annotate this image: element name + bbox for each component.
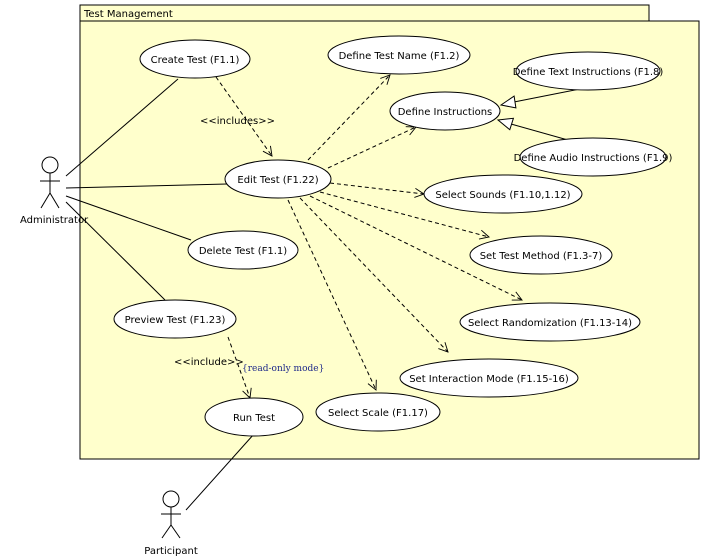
label-includes: <<includes>>: [200, 116, 275, 127]
use-cases: Create Test (F1.1) Define Test Name (F1.…: [113, 35, 673, 437]
gen-audio-instr-triangle: [496, 117, 515, 131]
dep-edit-interaction-mode: [299, 197, 448, 352]
actor-right-leg-icon: [49, 192, 60, 209]
assoc-participant-run-test: [185, 433, 255, 511]
actor-label: Participant: [144, 546, 198, 557]
actor-left-leg-icon: [40, 192, 51, 209]
use-case-shape: [204, 397, 304, 437]
gen-text-instr-triangle: [499, 95, 517, 109]
use-case-label: Run Test: [233, 413, 275, 424]
label-include: <<include>>: [174, 357, 244, 368]
use-case-label: Define Audio Instructions (F1.9): [514, 153, 673, 164]
use-case-label: Create Test (F1.1): [151, 55, 240, 66]
use-case-shape: [399, 358, 579, 398]
assoc-admin-create-test: [65, 78, 179, 177]
use-case-shape: [423, 174, 583, 214]
actor-label: Administrator: [20, 215, 89, 226]
use-case-label: Edit Test (F1.22): [237, 175, 318, 186]
dep-edit-define-instructions: [327, 127, 416, 169]
use-case-define-text-instructions[interactable]: Define Text Instructions (F1.8): [513, 51, 664, 91]
use-case-shape: [469, 235, 613, 275]
use-case-select-sounds[interactable]: Select Sounds (F1.10,1.12): [423, 174, 583, 214]
use-case-shape: [389, 91, 501, 131]
use-case-label: Select Scale (F1.17): [328, 408, 428, 419]
use-case-label: Select Randomization (F1.13-14): [468, 318, 632, 329]
actor-left-leg-icon: [161, 524, 172, 539]
use-case-shape: [224, 159, 332, 199]
use-case-shape: [187, 230, 299, 270]
use-case-edit-test[interactable]: Edit Test (F1.22): [224, 159, 332, 199]
use-case-define-instructions[interactable]: Define Instructions: [389, 91, 501, 131]
use-case-label: Delete Test (F1.1): [199, 246, 287, 257]
dep-edit-randomization: [309, 195, 522, 300]
assoc-admin-edit-test: [65, 183, 228, 189]
use-case-shape: [113, 299, 237, 339]
use-case-create-test[interactable]: Create Test (F1.1): [139, 39, 251, 79]
use-case-shape: [139, 39, 251, 79]
use-case-set-interaction-mode[interactable]: Set Interaction Mode (F1.15-16): [399, 358, 579, 398]
use-case-label: Preview Test (F1.23): [125, 315, 226, 326]
package-test-management: Test Management: [79, 4, 700, 460]
use-case-select-scale[interactable]: Select Scale (F1.17): [315, 392, 441, 432]
use-case-shape: [519, 137, 667, 177]
use-case-set-test-method[interactable]: Set Test Method (F1.3-7): [469, 235, 613, 275]
use-case-label: Set Test Method (F1.3-7): [480, 251, 603, 262]
use-case-label: Define Text Instructions (F1.8): [513, 67, 664, 78]
dep-edit-select-sounds: [329, 182, 424, 194]
actor-right-leg-icon: [170, 524, 181, 539]
use-case-label: Define Instructions: [398, 107, 493, 118]
use-case-label: Define Test Name (F1.2): [339, 51, 460, 62]
dep-edit-set-method: [319, 191, 489, 237]
dependencies: [215, 75, 522, 398]
dep-preview-run: [227, 336, 250, 398]
dep-edit-define-name: [307, 75, 390, 161]
package-title: Test Management: [83, 9, 173, 20]
assoc-admin-preview-test: [65, 201, 166, 301]
use-case-shape: [515, 51, 661, 91]
package-body: [79, 20, 700, 460]
actor-head-icon: [41, 156, 59, 174]
actor-administrator[interactable]: Administrator: [20, 156, 89, 226]
actor-head-icon: [162, 490, 180, 508]
use-case-shape: [327, 35, 471, 75]
note-read-only-mode: {read-only mode}: [242, 364, 324, 374]
dep-create-edit: [215, 76, 272, 156]
use-case-label: Set Interaction Mode (F1.15-16): [409, 374, 569, 385]
actor-participant[interactable]: Participant: [144, 490, 198, 557]
connector-labels: <<includes>> <<include>> {read-only mode…: [174, 116, 324, 374]
use-case-select-randomization[interactable]: Select Randomization (F1.13-14): [459, 302, 641, 342]
use-case-shape: [315, 392, 441, 432]
assoc-admin-delete-test: [65, 195, 192, 241]
use-case-delete-test[interactable]: Delete Test (F1.1): [187, 230, 299, 270]
use-case-shape: [459, 302, 641, 342]
associations: [65, 78, 255, 511]
use-case-run-test[interactable]: Run Test: [204, 397, 304, 437]
use-case-define-audio-instructions[interactable]: Define Audio Instructions (F1.9): [514, 137, 673, 177]
use-case-label: Select Sounds (F1.10,1.12): [435, 190, 570, 201]
use-case-preview-test[interactable]: Preview Test (F1.23): [113, 299, 237, 339]
use-case-define-test-name[interactable]: Define Test Name (F1.2): [327, 35, 471, 75]
